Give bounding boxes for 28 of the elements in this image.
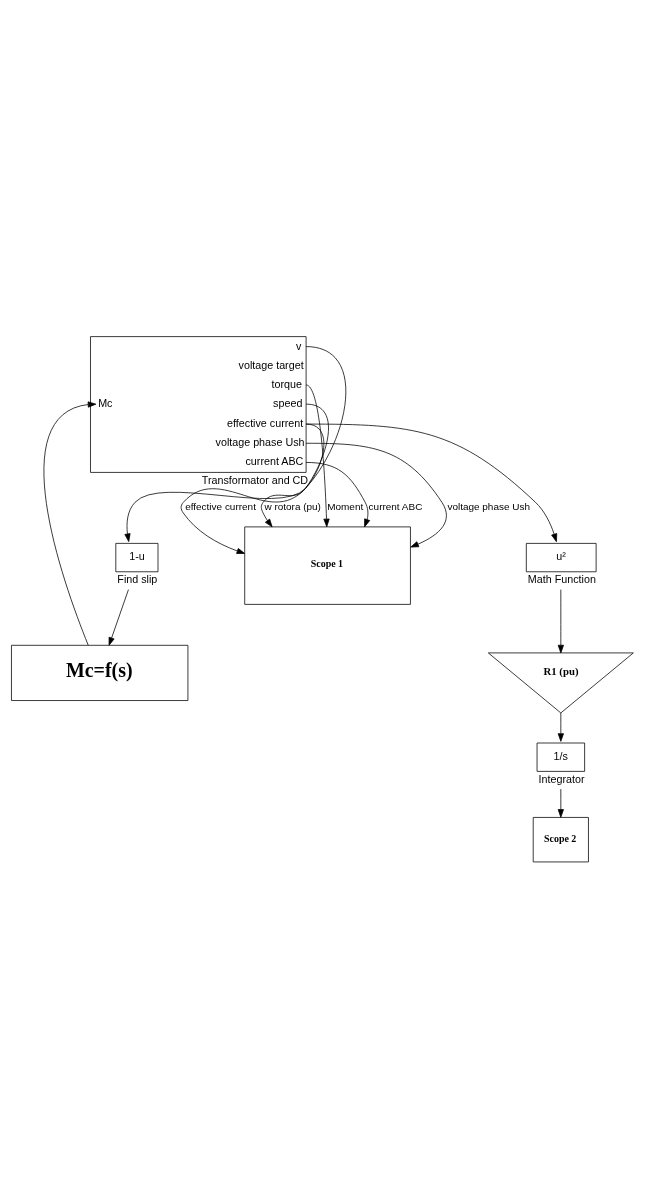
node-label: Find slip	[117, 573, 158, 586]
edge-label: current ABC	[368, 501, 423, 513]
node-label: Integrator	[538, 773, 585, 786]
edge-label: w rotora (pu)	[264, 501, 321, 513]
node-box: Scope 1	[244, 526, 411, 605]
arrow	[305, 442, 447, 548]
node-box: Mc=f(s)	[11, 644, 189, 701]
arrow	[557, 788, 564, 818]
arrow	[260, 403, 329, 528]
arrow	[43, 401, 97, 646]
node-label: Transformator and CD	[201, 474, 309, 487]
arrow	[557, 712, 564, 742]
arrow	[180, 423, 325, 554]
node-box: Mc v voltage target torque speed effective current voltage phase Ush current ABC	[90, 336, 307, 473]
edge-label: voltage phase Ush	[447, 501, 530, 513]
node-box: 1/s	[536, 742, 585, 772]
arrow	[305, 384, 330, 528]
arrow	[108, 589, 129, 646]
node-box: 1-u	[115, 543, 159, 573]
edge-label: Moment	[327, 501, 364, 513]
arrow	[557, 589, 564, 654]
arrow	[305, 423, 558, 542]
arrow	[124, 346, 347, 542]
edge-label: effective current	[185, 501, 256, 513]
node-box: u²	[525, 543, 597, 573]
node-label: Math Function	[527, 573, 596, 586]
node-box: Scope 2	[532, 817, 589, 863]
arrow	[305, 462, 371, 528]
